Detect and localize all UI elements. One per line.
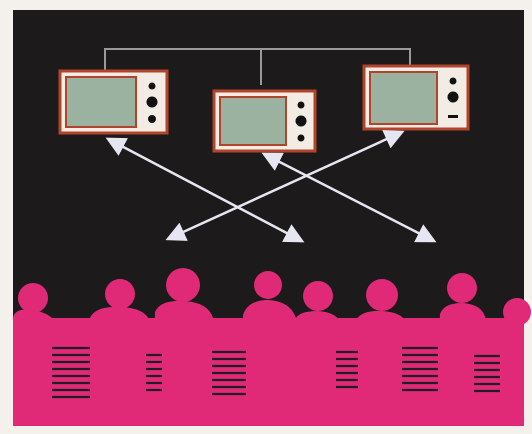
tv-screen	[66, 77, 136, 127]
knob-icon	[148, 115, 156, 123]
television-right	[364, 66, 468, 129]
knob-icon	[448, 115, 458, 118]
tv-screen	[370, 72, 437, 124]
knob-icon	[448, 92, 459, 103]
television-center	[214, 91, 315, 151]
knob-icon	[296, 116, 307, 127]
knob-icon	[450, 78, 457, 85]
knob-icon	[298, 102, 305, 109]
knob-icon	[298, 135, 305, 142]
knob-icon	[147, 97, 158, 108]
tv-screen	[220, 97, 286, 145]
knob-icon	[149, 83, 156, 90]
television-left	[60, 71, 167, 133]
